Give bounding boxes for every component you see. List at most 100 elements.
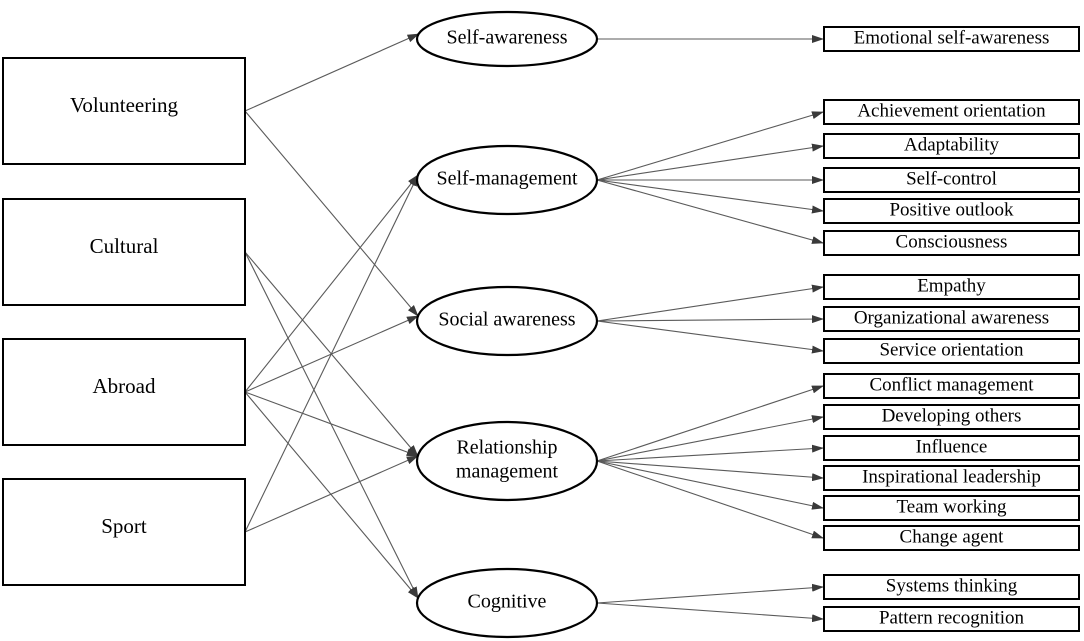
outcome-box: [823, 435, 1080, 461]
outcome-label: Systems thinking: [886, 575, 1018, 596]
outcome-box: [823, 606, 1080, 632]
edge-relationship-management-to-developing-others: [596, 415, 824, 462]
competency-node-self-awareness: Self-awareness: [415, 10, 599, 68]
edge-self-management-to-consciousness: [596, 179, 824, 244]
edge-volunteering-to-social-awareness: [244, 110, 419, 317]
outcome-node-pattern-recognition: Pattern recognition: [823, 606, 1080, 632]
edge-abroad-to-cognitive: [244, 391, 419, 599]
outcome-node-achievement-orientation: Achievement orientation: [823, 99, 1080, 125]
outcome-node-organizational-awareness: Organizational awareness: [823, 306, 1080, 332]
outcome-node-team-working: Team working: [823, 495, 1080, 521]
edge-social-awareness-to-service-orientation: [596, 320, 824, 354]
edges-layer: [244, 33, 824, 623]
source-node-volunteering: Volunteering: [2, 57, 246, 165]
edge-abroad-to-self-management: [244, 174, 419, 393]
outcome-label: Consciousness: [896, 231, 1008, 252]
outcome-box: [823, 495, 1080, 521]
outcome-box: [823, 99, 1080, 125]
outcome-node-emotional-self-awareness: Emotional self-awareness: [823, 26, 1080, 52]
edge-relationship-management-to-conflict-management: [596, 385, 824, 462]
outcome-label: Inspirational leadership: [862, 466, 1041, 487]
outcome-node-consciousness: Consciousness: [823, 230, 1080, 256]
outcome-label: Change agent: [900, 526, 1005, 547]
source-box: [2, 478, 246, 586]
outcome-label: Conflict management: [869, 374, 1034, 395]
outcome-label: Self-control: [906, 168, 997, 189]
source-label: Sport: [101, 514, 147, 538]
outcome-node-positive-outlook: Positive outlook: [823, 198, 1080, 224]
competency-node-social-awareness: Social awareness: [415, 285, 599, 357]
outcome-box: [823, 404, 1080, 430]
outcome-box: [823, 274, 1080, 300]
competency-node-cognitive: Cognitive: [415, 567, 599, 639]
source-label: Abroad: [93, 374, 156, 398]
edge-abroad-to-relationship-management: [244, 391, 419, 457]
outcome-box: [823, 373, 1080, 399]
outcome-node-self-control: Self-control: [823, 167, 1080, 193]
edge-relationship-management-to-inspirational-leadership: [596, 460, 824, 482]
outcome-box: [823, 525, 1080, 551]
source-box: [2, 198, 246, 306]
outcome-box: [823, 198, 1080, 224]
outcome-label: Positive outlook: [889, 199, 1014, 220]
outcome-box: [823, 230, 1080, 256]
edge-sport-to-self-management: [244, 174, 419, 533]
competency-label: Social awareness: [438, 309, 575, 331]
outcome-box: [823, 167, 1080, 193]
outcome-node-developing-others: Developing others: [823, 404, 1080, 430]
outcome-node-conflict-management: Conflict management: [823, 373, 1080, 399]
outcome-label: Influence: [916, 436, 988, 457]
outcome-box: [823, 306, 1080, 332]
edge-relationship-management-to-team-working: [596, 460, 824, 510]
competency-ellipse: [415, 567, 599, 639]
competency-label: Relationship: [456, 437, 557, 459]
outcome-label: Pattern recognition: [879, 607, 1025, 628]
outcome-node-empathy: Empathy: [823, 274, 1080, 300]
edge-cultural-to-cognitive: [244, 251, 419, 599]
outcome-box: [823, 574, 1080, 600]
outcome-label: Organizational awareness: [854, 307, 1049, 328]
edge-self-management-to-achievement-orientation: [596, 111, 824, 181]
outcome-box: [823, 133, 1080, 159]
edge-cognitive-to-pattern-recognition: [596, 602, 824, 623]
edge-social-awareness-to-empathy: [596, 284, 824, 322]
source-box: [2, 338, 246, 446]
outcome-node-service-orientation: Service orientation: [823, 338, 1080, 364]
competency-label: Self-awareness: [446, 27, 567, 49]
source-label: Volunteering: [70, 93, 179, 117]
competency-label: management: [456, 461, 559, 483]
outcome-label: Achievement orientation: [857, 100, 1046, 121]
edge-volunteering-to-self-awareness: [244, 33, 420, 112]
source-node-cultural: Cultural: [2, 198, 246, 306]
edge-relationship-management-to-influence: [596, 444, 824, 462]
source-node-abroad: Abroad: [2, 338, 246, 446]
outcome-label: Emotional self-awareness: [854, 27, 1050, 48]
outcome-label: Team working: [896, 496, 1007, 517]
outcome-box: [823, 338, 1080, 364]
outcome-node-inspirational-leadership: Inspirational leadership: [823, 465, 1080, 491]
competency-ellipse: [415, 285, 599, 357]
outcome-node-change-agent: Change agent: [823, 525, 1080, 551]
edge-social-awareness-to-organizational-awareness: [596, 315, 824, 324]
competency-ellipse: [415, 10, 599, 68]
edge-cognitive-to-systems-thinking: [596, 583, 824, 604]
outcome-node-adaptability: Adaptability: [823, 133, 1080, 159]
competency-label: Cognitive: [468, 591, 547, 613]
competency-label: Self-management: [436, 168, 577, 190]
competency-ellipse: [415, 420, 599, 502]
outcome-label: Adaptability: [904, 134, 999, 155]
outcome-label: Empathy: [917, 275, 986, 296]
source-box: [2, 57, 246, 165]
edge-self-management-to-positive-outlook: [596, 179, 824, 214]
outcome-label: Service orientation: [879, 339, 1024, 360]
outcome-node-systems-thinking: Systems thinking: [823, 574, 1080, 600]
edge-relationship-management-to-change-agent: [596, 460, 824, 539]
competency-ellipse: [415, 144, 599, 216]
competency-node-self-management: Self-management: [415, 144, 599, 216]
source-label: Cultural: [90, 234, 159, 258]
outcome-label: Developing others: [882, 405, 1022, 426]
edge-sport-to-relationship-management: [244, 455, 419, 533]
